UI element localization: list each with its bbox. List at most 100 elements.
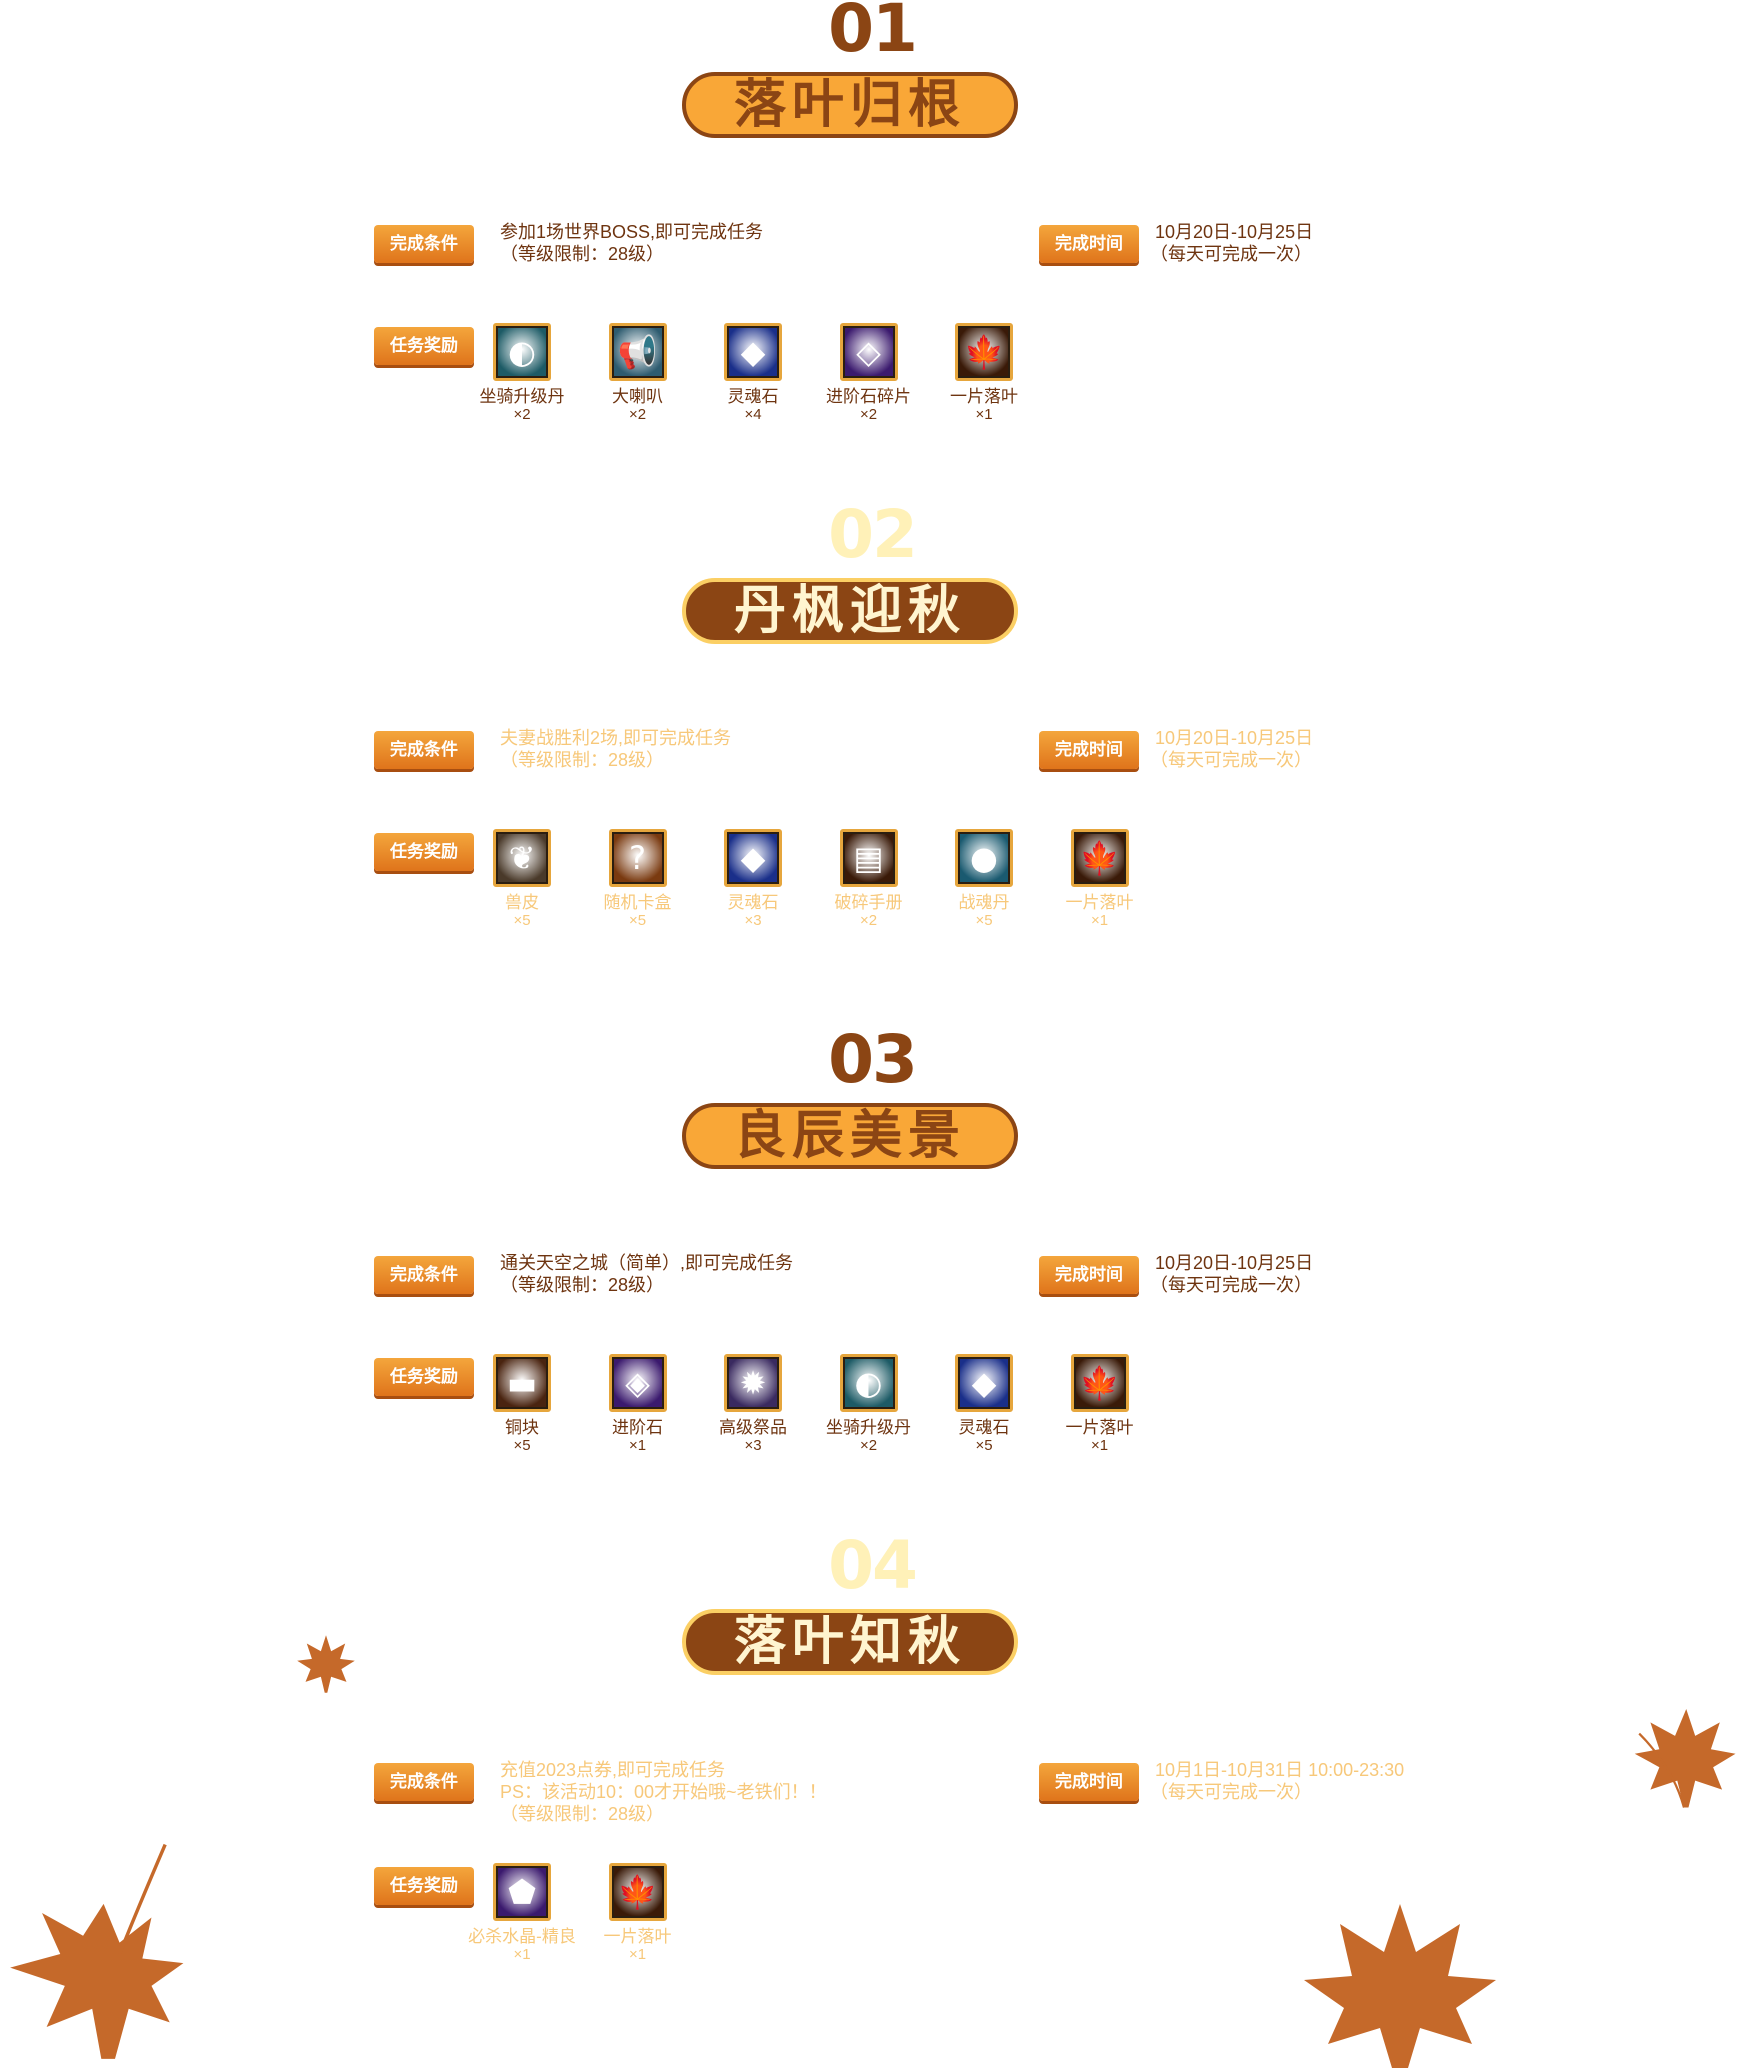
reward-count: ×2 xyxy=(628,406,647,423)
reward-count: ×5 xyxy=(975,1437,993,1454)
time-text-1: 10月20日-10月25日 xyxy=(1155,222,1314,242)
reward-name: 进阶石碎片 xyxy=(826,387,911,406)
advance-shard-icon[interactable]: ◇ xyxy=(839,323,898,381)
condition-text-2: （等级限制：28级） xyxy=(500,1275,665,1295)
crystal-icon[interactable]: ⬟ xyxy=(493,1863,551,1921)
reward-item: ✹ 高级祭品×3 xyxy=(693,1354,813,1454)
maple-leaf-decoration-icon xyxy=(1634,1708,1736,1808)
reward-item: ◇ 进阶石碎片×2 xyxy=(809,323,929,423)
condition-text-1: 参加1场世界BOSS,即可完成任务 xyxy=(500,222,764,242)
card-box-icon[interactable]: ? xyxy=(608,829,667,887)
mount-pill-icon[interactable]: ◐ xyxy=(839,1354,898,1412)
horn-icon[interactable]: 📢 xyxy=(608,323,667,381)
time-text-1: 10月20日-10月25日 xyxy=(1155,728,1314,748)
reward-name: 一片落叶 xyxy=(603,1927,672,1946)
condition-tag: 完成条件 xyxy=(374,225,474,263)
reward-name: 进阶石 xyxy=(612,1418,663,1437)
condition-text-1: 通关天空之城（简单）,即可完成任务 xyxy=(500,1253,793,1273)
reward-count: ×5 xyxy=(628,912,647,929)
maple-leaf-decoration-icon xyxy=(10,1843,184,2059)
task-section-2: 02 丹枫迎秋 完成条件 夫妻战胜利2场,即可完成任务 （等级限制：28级） 完… xyxy=(0,502,1744,1012)
reward-item: ◈进阶石×1 xyxy=(578,1354,698,1454)
hide-icon[interactable]: ❦ xyxy=(493,829,551,887)
reward-item: 🍁 一片落叶×1 xyxy=(1040,1354,1160,1454)
reward-name: 兽皮 xyxy=(505,893,539,912)
reward-count: ×2 xyxy=(513,406,531,423)
section-title: 落叶归根 xyxy=(682,72,1018,138)
mount-pill-icon[interactable]: ◐ xyxy=(493,323,551,381)
section-title: 丹枫迎秋 xyxy=(682,578,1018,644)
maple-leaf-decoration-icon xyxy=(297,1635,355,1693)
reward-tag: 任务奖励 xyxy=(374,833,474,871)
section-title: 落叶知秋 xyxy=(682,1609,1018,1675)
maple-leaf-icon[interactable]: 🍁 xyxy=(955,323,1013,381)
reward-tag: 任务奖励 xyxy=(374,1358,474,1396)
reward-name: 灵魂石 xyxy=(958,1418,1010,1437)
section-title: 良辰美景 xyxy=(682,1103,1018,1169)
time-tag: 完成时间 xyxy=(1039,1763,1139,1801)
reward-item: ▤破碎手册×2 xyxy=(809,829,929,929)
reward-name: 铜块 xyxy=(505,1418,539,1437)
task-section-3: 03 良辰美景 完成条件 通关天空之城（简单）,即可完成任务 （等级限制：28级… xyxy=(0,1027,1744,1537)
reward-count: ×5 xyxy=(513,1437,531,1454)
reward-name: 高级祭品 xyxy=(719,1418,787,1437)
reward-tag: 任务奖励 xyxy=(374,1867,474,1905)
reward-count: ×1 xyxy=(513,1946,531,1963)
task-section-1: 01 落叶归根 完成条件 参加1场世界BOSS,即可完成任务 （等级限制：28级… xyxy=(0,0,1744,506)
reward-tag: 任务奖励 xyxy=(374,327,474,365)
reward-name: 一片落叶 xyxy=(1065,1418,1134,1437)
reward-item: ▬ 铜块×5 xyxy=(462,1354,582,1454)
condition-tag: 完成条件 xyxy=(374,1763,474,1801)
condition-text-1: 夫妻战胜利2场,即可完成任务 xyxy=(500,728,732,748)
reward-count: ×3 xyxy=(744,1437,762,1454)
section-number: 01 xyxy=(828,0,918,67)
offering-icon[interactable]: ✹ xyxy=(724,1354,782,1412)
maple-leaf-icon[interactable]: 🍁 xyxy=(1070,1354,1129,1412)
condition-text-3: （等级限制：28级） xyxy=(500,1804,665,1824)
condition-tag: 完成条件 xyxy=(374,731,474,769)
reward-name: 坐骑升级丹 xyxy=(479,387,565,406)
maple-leaf-icon[interactable]: 🍁 xyxy=(1070,829,1129,887)
condition-text-2: PS：该活动10：00才开始哦~老铁们！！ xyxy=(500,1782,827,1802)
reward-count: ×2 xyxy=(859,406,878,423)
section-number: 02 xyxy=(828,496,918,573)
time-text-1: 10月20日-10月25日 xyxy=(1155,1253,1314,1273)
soul-stone-icon[interactable]: ◆ xyxy=(724,323,782,381)
broken-book-icon[interactable]: ▤ xyxy=(839,829,898,887)
condition-text-2: （等级限制：28级） xyxy=(500,750,665,770)
time-tag: 完成时间 xyxy=(1039,1256,1139,1294)
section-number: 03 xyxy=(828,1021,918,1098)
reward-count: ×1 xyxy=(975,406,993,423)
time-tag: 完成时间 xyxy=(1039,731,1139,769)
reward-count: ×4 xyxy=(744,406,762,423)
reward-count: ×1 xyxy=(1090,1437,1109,1454)
reward-name: 破碎手册 xyxy=(834,893,903,912)
reward-item: 🍁一片落叶×1 xyxy=(578,1863,698,1963)
reward-item: ◐ 坐骑升级丹×2 xyxy=(462,323,582,423)
reward-name: 必杀水晶-精良 xyxy=(468,1927,576,1946)
advance-stone-icon[interactable]: ◈ xyxy=(608,1354,667,1412)
reward-item: ◐坐骑升级丹×2 xyxy=(809,1354,929,1454)
task-section-4: 04 落叶知秋 完成条件 充值2023点券,即可完成任务 PS：该活动10：00… xyxy=(0,1533,1744,2043)
time-text-1: 10月1日-10月31日 10:00-23:30 xyxy=(1155,1760,1405,1780)
reward-count: ×1 xyxy=(1090,912,1109,929)
war-soul-pill-icon[interactable]: ● xyxy=(955,829,1013,887)
reward-item: ◆灵魂石×3 xyxy=(693,829,813,929)
reward-item: ❦ 兽皮×5 xyxy=(462,829,582,929)
soul-stone-icon[interactable]: ◆ xyxy=(724,829,782,887)
reward-count: ×5 xyxy=(513,912,531,929)
reward-name: 一片落叶 xyxy=(950,387,1018,406)
reward-item: ◆ 灵魂石×5 xyxy=(924,1354,1044,1454)
reward-count: ×5 xyxy=(975,912,993,929)
reward-name: 大喇叭 xyxy=(612,387,663,406)
soul-stone-icon[interactable]: ◆ xyxy=(955,1354,1013,1412)
reward-name: 一片落叶 xyxy=(1065,893,1134,912)
reward-item: 🍁 一片落叶×1 xyxy=(1040,829,1160,929)
copper-ingot-icon[interactable]: ▬ xyxy=(493,1354,551,1412)
section-number: 04 xyxy=(828,1527,918,1604)
time-text-2: （每天可完成一次） xyxy=(1150,244,1312,264)
maple-leaf-icon[interactable]: 🍁 xyxy=(608,1863,667,1921)
condition-tag: 完成条件 xyxy=(374,1256,474,1294)
time-text-2: （每天可完成一次） xyxy=(1150,1782,1312,1802)
reward-count: ×3 xyxy=(744,912,762,929)
